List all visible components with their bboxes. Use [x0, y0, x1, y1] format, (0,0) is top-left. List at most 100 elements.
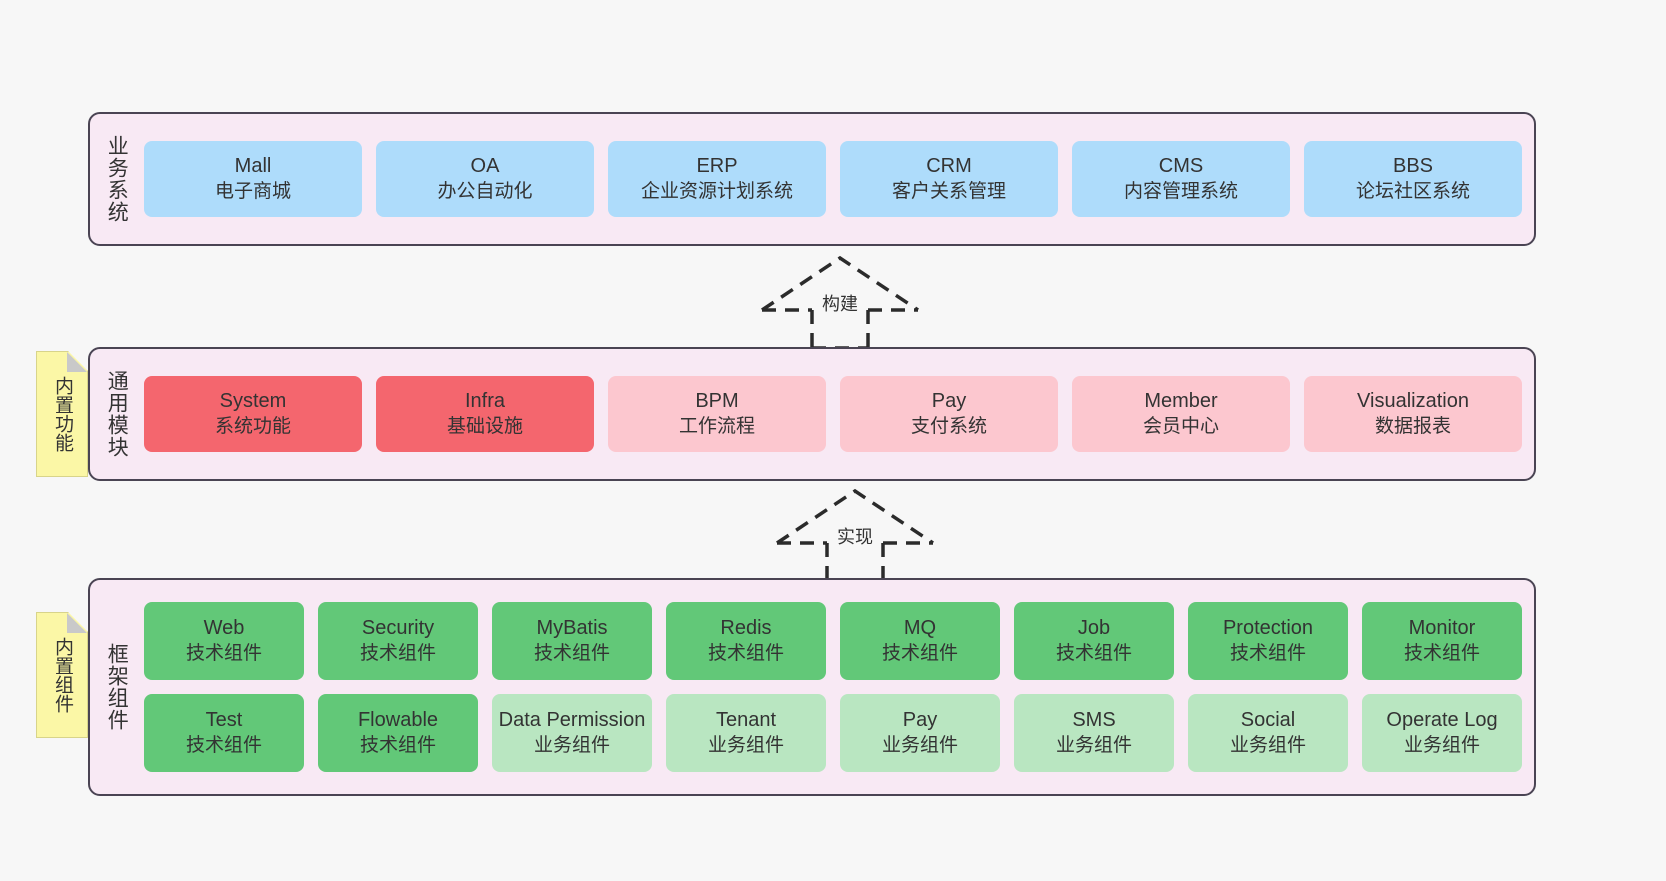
cell-title: Data Permission — [498, 709, 646, 732]
cell-subtitle: 企业资源计划系统 — [640, 180, 793, 202]
tech-cell-mq[interactable]: MQ 技术组件 — [840, 602, 1000, 680]
note-label: 内置组件 — [52, 637, 74, 713]
note-label: 内置功能 — [52, 376, 74, 452]
cell-subtitle: 技术组件 — [185, 642, 262, 664]
note-fold-corner-icon — [67, 613, 87, 633]
module-cell-infra[interactable]: Infra 基础设施 — [376, 376, 594, 452]
business-cell-mall[interactable]: Mall 电子商城 — [144, 141, 362, 217]
cell-subtitle: 支付系统 — [910, 415, 987, 437]
tech-cell-redis[interactable]: Redis 技术组件 — [666, 602, 826, 680]
cell-subtitle: 业务组件 — [533, 734, 610, 756]
business-component-cell-tenant[interactable]: Tenant 业务组件 — [666, 694, 826, 772]
business-cell-crm[interactable]: CRM 客户关系管理 — [840, 141, 1058, 217]
cell-title: Web — [203, 617, 245, 640]
cell-title: Monitor — [1408, 617, 1476, 640]
layer-caption-framework: 框架组件 — [105, 643, 129, 731]
business-component-cell-operate-log[interactable]: Operate Log 业务组件 — [1362, 694, 1522, 772]
tech-cell-monitor[interactable]: Monitor 技术组件 — [1362, 602, 1522, 680]
cell-subtitle: 办公自动化 — [437, 180, 533, 202]
layer-common-modules: 通用模块 System 系统功能 Infra 基础设施 BPM 工作流程 Pay — [88, 347, 1536, 481]
tech-cell-flowable[interactable]: Flowable 技术组件 — [318, 694, 478, 772]
cell-title: ERP — [696, 155, 738, 178]
cell-title: OA — [470, 155, 500, 178]
cell-subtitle: 技术组件 — [533, 642, 610, 664]
module-cell-bpm[interactable]: BPM 工作流程 — [608, 376, 826, 452]
cell-subtitle: 技术组件 — [359, 642, 436, 664]
cell-subtitle: 技术组件 — [1055, 642, 1132, 664]
business-cell-oa[interactable]: OA 办公自动化 — [376, 141, 594, 217]
cell-subtitle: 技术组件 — [1403, 642, 1480, 664]
cell-title: BPM — [695, 390, 739, 413]
cell-subtitle: 会员中心 — [1142, 415, 1219, 437]
cell-title: Tenant — [715, 709, 777, 732]
cell-title: Flowable — [357, 709, 439, 732]
cell-subtitle: 工作流程 — [678, 415, 755, 437]
tech-cell-security[interactable]: Security 技术组件 — [318, 602, 478, 680]
cell-subtitle: 业务组件 — [881, 734, 958, 756]
module-cell-visualization[interactable]: Visualization 数据报表 — [1304, 376, 1522, 452]
cell-title: Pay — [902, 709, 938, 732]
cell-title: Member — [1144, 390, 1218, 413]
module-cell-system[interactable]: System 系统功能 — [144, 376, 362, 452]
business-cell-erp[interactable]: ERP 企业资源计划系统 — [608, 141, 826, 217]
cell-subtitle: 系统功能 — [214, 415, 291, 437]
tech-cell-web[interactable]: Web 技术组件 — [144, 602, 304, 680]
tech-cell-test[interactable]: Test 技术组件 — [144, 694, 304, 772]
note-builtin-function: 内置功能 — [36, 351, 88, 477]
cell-subtitle: 技术组件 — [185, 734, 262, 756]
cell-title: Pay — [931, 390, 967, 413]
connector-realize: 实现 — [755, 485, 955, 583]
cell-title: CRM — [926, 155, 972, 178]
cell-subtitle: 数据报表 — [1374, 415, 1451, 437]
layer-body-modules: System 系统功能 Infra 基础设施 BPM 工作流程 Pay 支付系统… — [134, 357, 1522, 471]
business-component-cell-sms[interactable]: SMS 业务组件 — [1014, 694, 1174, 772]
cell-title: CMS — [1158, 155, 1204, 178]
layer-business-system: 业务系统 Mall 电子商城 OA 办公自动化 ERP 企业资源计划系统 CRM — [88, 112, 1536, 246]
cell-subtitle: 技术组件 — [707, 642, 784, 664]
cell-subtitle: 技术组件 — [881, 642, 958, 664]
business-component-cell-data-permission[interactable]: Data Permission 业务组件 — [492, 694, 652, 772]
cell-subtitle: 技术组件 — [1229, 642, 1306, 664]
arrowhead-triangle-icon — [776, 488, 934, 545]
cell-subtitle: 业务组件 — [1403, 734, 1480, 756]
module-cell-pay[interactable]: Pay 支付系统 — [840, 376, 1058, 452]
tech-cell-job[interactable]: Job 技术组件 — [1014, 602, 1174, 680]
cell-title: Test — [205, 709, 243, 732]
business-component-cell-social[interactable]: Social 业务组件 — [1188, 694, 1348, 772]
tech-cell-protection[interactable]: Protection 技术组件 — [1188, 602, 1348, 680]
layer-body-framework: Web 技术组件 Security 技术组件 MyBatis 技术组件 Redi… — [134, 588, 1522, 786]
business-system-row: Mall 电子商城 OA 办公自动化 ERP 企业资源计划系统 CRM 客户关系… — [144, 141, 1522, 217]
tech-cell-mybatis[interactable]: MyBatis 技术组件 — [492, 602, 652, 680]
cell-title: Protection — [1222, 617, 1314, 640]
cell-title: MyBatis — [536, 617, 608, 640]
cell-title: Security — [361, 617, 435, 640]
cell-title: Operate Log — [1386, 709, 1498, 732]
cell-subtitle: 基础设施 — [446, 415, 523, 437]
connector-build: 构建 — [740, 252, 940, 350]
cell-title: Mall — [234, 155, 272, 178]
cell-subtitle: 业务组件 — [1229, 734, 1306, 756]
layer-framework-components: 框架组件 Web 技术组件 Security 技术组件 MyBatis 技术组件… — [88, 578, 1536, 796]
arrowhead-triangle-icon — [761, 255, 919, 312]
layer-caption-business: 业务系统 — [105, 135, 129, 223]
cell-title: MQ — [903, 617, 937, 640]
business-component-cell-pay[interactable]: Pay 业务组件 — [840, 694, 1000, 772]
layer-caption-modules: 通用模块 — [105, 370, 129, 458]
cell-subtitle: 电子商城 — [214, 180, 291, 202]
cell-title: System — [219, 390, 287, 413]
cell-subtitle: 客户关系管理 — [891, 180, 1006, 202]
layer-body-business: Mall 电子商城 OA 办公自动化 ERP 企业资源计划系统 CRM 客户关系… — [134, 122, 1522, 236]
business-cell-bbs[interactable]: BBS 论坛社区系统 — [1304, 141, 1522, 217]
cell-title: Social — [1240, 709, 1296, 732]
cell-title: Job — [1077, 617, 1111, 640]
cell-subtitle: 业务组件 — [707, 734, 784, 756]
cell-title: Infra — [464, 390, 506, 413]
cell-title: Redis — [720, 617, 772, 640]
cell-title: BBS — [1392, 155, 1434, 178]
framework-business-row: Test 技术组件 Flowable 技术组件 Data Permission … — [144, 694, 1522, 772]
cell-subtitle: 内容管理系统 — [1123, 180, 1238, 202]
module-cell-member[interactable]: Member 会员中心 — [1072, 376, 1290, 452]
business-cell-cms[interactable]: CMS 内容管理系统 — [1072, 141, 1290, 217]
note-builtin-component: 内置组件 — [36, 612, 88, 738]
